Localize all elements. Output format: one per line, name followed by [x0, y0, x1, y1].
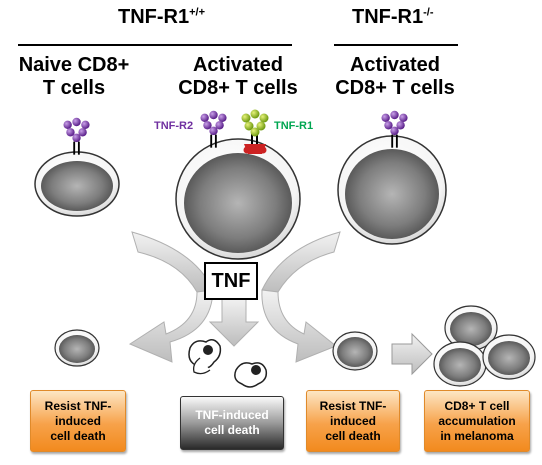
- activated-ko-title-line2: CD8+ T cells: [335, 77, 455, 99]
- tnfr1-receptor-icon: [241, 109, 269, 154]
- wild-type-rule: [18, 44, 292, 46]
- naive-resist-line3: cell death: [50, 428, 106, 443]
- tnf-death-line2: cell death: [204, 423, 260, 437]
- activated-wt-cell: [175, 109, 301, 260]
- right-block-arrow: [391, 332, 433, 376]
- naive-title: Naive CD8+ T cells: [8, 54, 140, 100]
- activated-wt-title-line2: CD8+ T cells: [178, 77, 298, 99]
- wild-type-header: TNF-R1+/+: [118, 6, 205, 29]
- tnf-death-line1: TNF-induced: [195, 408, 269, 422]
- tnf-death-box: TNF-induced cell death: [180, 396, 284, 450]
- ko-resist-line2: induced: [329, 413, 376, 428]
- wild-type-header-base: TNF-R1: [118, 6, 190, 28]
- naive-surviving-cell: [54, 329, 100, 367]
- tnfr2-label: TNF-R2: [154, 120, 194, 132]
- down-arrow: [208, 297, 260, 347]
- wild-type-header-sup: +/+: [189, 6, 206, 19]
- activated-ko-cell: [337, 110, 447, 245]
- accumulation-box: CD8+ T cell accumulation in melanoma: [424, 390, 530, 452]
- activated-wt-title-line1: Activated: [192, 54, 284, 76]
- activated-wt-title: Activated CD8+ T cells: [162, 54, 314, 100]
- ko-resist-line3: cell death: [325, 428, 381, 443]
- ko-resist-box: Resist TNF- induced cell death: [306, 390, 400, 452]
- activated-ko-title: Activated CD8+ T cells: [324, 54, 466, 100]
- naive-cd8-cell: [34, 117, 120, 217]
- ko-resist-line1: Resist TNF-: [319, 398, 387, 413]
- ko-surviving-cell: [332, 331, 378, 371]
- accumulation-line3: in melanoma: [440, 428, 514, 443]
- accumulation-line1: CD8+ T cell: [444, 398, 510, 413]
- naive-resist-line2: induced: [54, 413, 101, 428]
- tnf-label: TNF: [204, 262, 258, 300]
- naive-resist-line1: Resist TNF-: [44, 398, 112, 413]
- knockout-header-base: TNF-R1: [352, 6, 424, 28]
- tnfr1-label: TNF-R1: [274, 120, 314, 132]
- naive-resist-box: Resist TNF- induced cell death: [30, 390, 126, 452]
- accumulation-line2: accumulation: [438, 413, 516, 428]
- knockout-header: TNF-R1-/-: [352, 6, 434, 29]
- dead-cell-icon: [188, 339, 222, 375]
- knockout-header-sup: -/-: [423, 6, 434, 19]
- accumulated-cells: [433, 305, 536, 387]
- activated-ko-title-line1: Activated: [349, 54, 441, 76]
- knockout-rule: [334, 44, 458, 46]
- naive-title-line2: T cells: [42, 77, 106, 99]
- dead-cell-icon-2: [234, 362, 268, 388]
- right-curved-arrow: [261, 231, 341, 363]
- naive-title-line1: Naive CD8+: [18, 54, 130, 76]
